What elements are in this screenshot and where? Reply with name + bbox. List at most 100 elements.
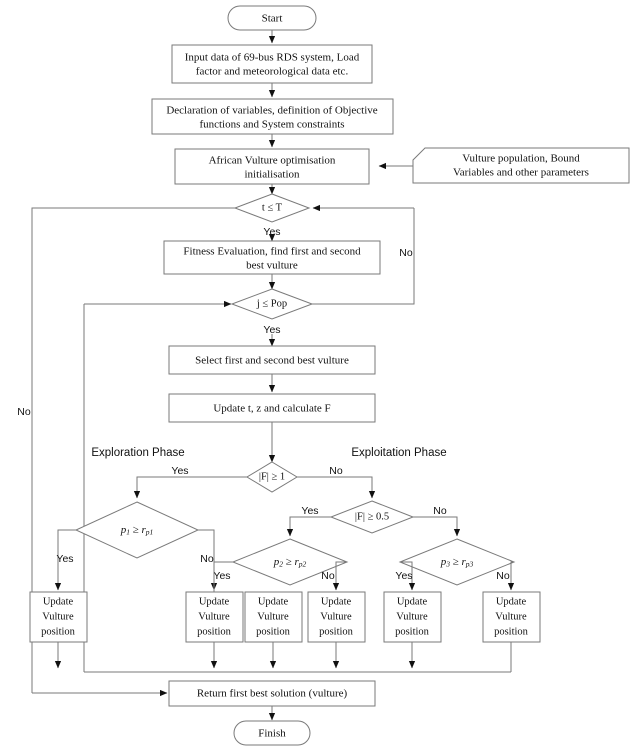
p3-expression: p3 ≥ rp3: [440, 556, 474, 569]
node-update-vulture-1: Update Vulture position: [29, 591, 88, 643]
edge-label-jlePop-yes: Yes: [263, 324, 280, 336]
node-decision-j-le-Pop: j ≤ Pop: [230, 288, 314, 320]
p1-shape: [74, 501, 200, 559]
edge-Fge05-yes: [286, 516, 331, 537]
declaration-line-2: functions and System constraints: [199, 119, 344, 131]
return-best-shape: [168, 680, 376, 707]
node-return-best: Return first best solution (vulture): [168, 680, 376, 707]
edge-p2-no: [332, 561, 347, 591]
input-data-shape: [171, 44, 373, 84]
edge-label-Fge05-no: No: [433, 505, 447, 517]
p2-right: r: [295, 556, 300, 568]
t-le-T-label: t ≤ T: [262, 202, 283, 213]
return-best-label: Return first best solution (vulture): [197, 688, 348, 700]
finish-label: Finish: [258, 728, 286, 740]
edge-label-p1-no: No: [200, 553, 214, 565]
edge-label-jlePop-no: No: [399, 247, 413, 259]
fitness-line-1: Fitness Evaluation, find first and secon…: [183, 246, 361, 258]
F-ge-05-shape: [329, 500, 415, 534]
p1-left: p: [120, 524, 127, 536]
parameters-shape: [412, 147, 630, 184]
update-vulture-6-line-1: Update: [496, 596, 527, 607]
node-input-data: Input data of 69-bus RDS system, Load fa…: [171, 44, 373, 84]
input-data-line-2: factor and meteorological data etc.: [196, 66, 349, 78]
node-finish: Finish: [233, 720, 311, 746]
edge-label-p3-no: No: [496, 570, 510, 582]
F-ge-1-shape: [246, 461, 298, 493]
p2-left-sub: 2: [279, 559, 283, 568]
update-vulture-5-line-2: Vulture: [396, 611, 428, 622]
update-tzf-shape: [168, 393, 376, 423]
node-avoa-init: African Vulture optimisation initialisat…: [174, 148, 370, 185]
edge-label-Fge1-yes: Yes: [171, 465, 188, 477]
p3-right: r: [462, 556, 467, 568]
p2-expression: p2 ≥ rp2: [273, 556, 307, 569]
node-parameters: Vulture population, Bound Variables and …: [412, 147, 630, 184]
p2-right-sub: p2: [298, 559, 307, 568]
j-le-Pop-shape: [230, 288, 314, 320]
update-vulture-4-line-3: position: [319, 626, 354, 637]
update-vulture-6-line-2: Vulture: [495, 611, 527, 622]
p1-right-sub: p1: [145, 527, 154, 536]
exploitation-phase-label: Exploitation Phase: [351, 447, 446, 459]
update-vulture-2-line-1: Update: [199, 596, 230, 607]
edge-Fge05-no: [413, 516, 461, 537]
edge-tleT-no-left: [31, 207, 235, 693]
update-vulture-2-shape: [185, 591, 244, 643]
update-vulture-2-line-2: Vulture: [198, 611, 230, 622]
edge-jlePop-no-up: [312, 208, 415, 305]
p3-op: ≥: [450, 556, 462, 568]
edge-Fge1-yes: [133, 476, 247, 499]
node-update-vulture-6: Update Vulture position: [482, 591, 541, 643]
j-le-Pop-label: j ≤ Pop: [256, 298, 287, 309]
node-update-vulture-2: Update Vulture position: [185, 591, 244, 643]
node-decision-p1: p1 ≥ rp1: [74, 501, 200, 559]
p3-right-sub: p3: [465, 559, 474, 568]
update-vulture-4-line-2: Vulture: [320, 611, 352, 622]
edge-p1-yes: [54, 529, 76, 591]
p1-expression: p1 ≥ rp1: [120, 524, 154, 537]
edge-label-tleT-no: No: [17, 406, 31, 418]
edge-label-Fge05-yes: Yes: [301, 505, 318, 517]
declaration-line-1: Declaration of variables, definition of …: [166, 105, 377, 117]
node-declaration: Declaration of variables, definition of …: [151, 98, 394, 135]
node-decision-p3: p3 ≥ rp3: [398, 538, 516, 586]
edge-label-p2-yes: Yes: [213, 570, 230, 582]
avoa-init-line-1: African Vulture optimisation: [209, 155, 336, 167]
update-vulture-1-shape: [29, 591, 88, 643]
node-decision-t-le-T: t ≤ T: [233, 193, 311, 223]
update-vulture-4-shape: [307, 591, 366, 643]
edge-label-tleT-yes: Yes: [263, 226, 280, 238]
edge-label-p3-yes: Yes: [395, 570, 412, 582]
select-best-shape: [168, 345, 376, 375]
input-data-line-1: Input data of 69-bus RDS system, Load: [185, 52, 360, 64]
avoa-init-line-2: initialisation: [245, 169, 300, 181]
start-label: Start: [262, 13, 283, 25]
update-vulture-6-line-3: position: [494, 626, 529, 637]
update-tzf-label: Update t, z and calculate F: [213, 403, 330, 415]
update-vulture-5-line-1: Update: [397, 596, 428, 607]
update-vulture-3-shape: [244, 591, 303, 643]
node-start: Start: [227, 5, 317, 31]
update-vulture-2-line-3: position: [197, 626, 232, 637]
edge-label-p2-no: No: [321, 570, 335, 582]
update-vulture-5-line-3: position: [395, 626, 430, 637]
fitness-line-2: best vulture: [246, 260, 298, 272]
node-decision-F-ge-05: |F| ≥ 0.5: [329, 500, 415, 534]
node-update-vulture-3: Update Vulture position: [244, 591, 303, 643]
update-vulture-1-line-3: position: [41, 626, 76, 637]
node-select-best: Select first and second best vulture: [168, 345, 376, 375]
node-fitness: Fitness Evaluation, find first and secon…: [163, 240, 381, 275]
update-vulture-1-line-2: Vulture: [42, 611, 74, 622]
avoa-init-shape: [174, 148, 370, 185]
node-update-vulture-4: Update Vulture position: [307, 591, 366, 643]
update-vulture-4-line-1: Update: [321, 596, 352, 607]
p3-left: p: [440, 556, 447, 568]
t-le-T-shape: [233, 193, 311, 223]
update-vulture-3-line-3: position: [256, 626, 291, 637]
parameters-line-2: Variables and other parameters: [453, 167, 589, 179]
p3-left-sub: 3: [445, 559, 450, 568]
edge-label-Fge1-no: No: [329, 465, 343, 477]
